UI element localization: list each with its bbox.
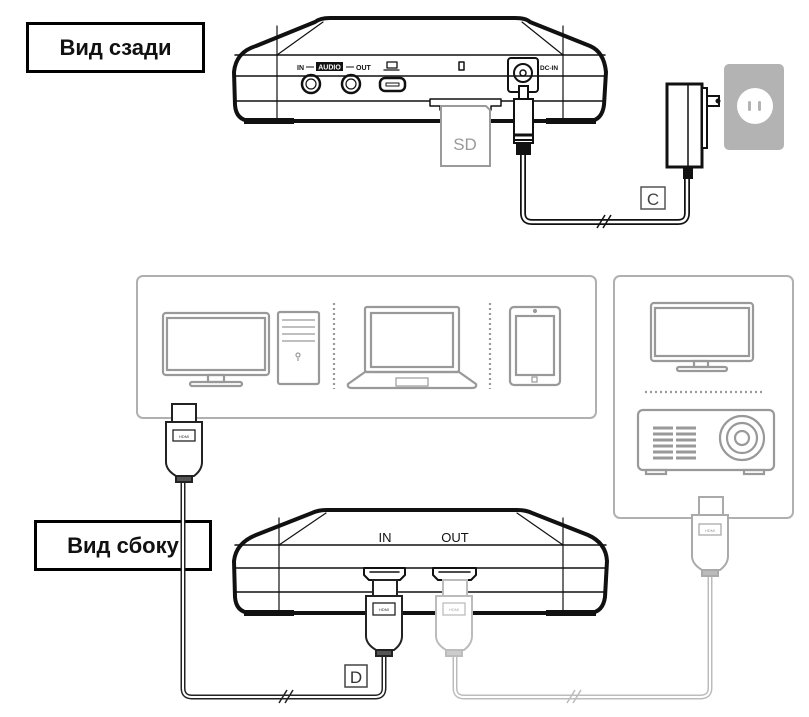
tablet-icon xyxy=(508,305,562,387)
hdmi-plug-source: HDMI xyxy=(165,403,203,483)
side-view-label-text: Вид сбоку xyxy=(67,532,179,558)
laptop-icon xyxy=(346,305,478,390)
hdmi-in-port xyxy=(363,567,406,581)
cable-break-mark xyxy=(596,214,612,229)
audio-out-jack xyxy=(340,73,362,95)
hdmi-output-cable xyxy=(452,576,713,700)
power-plug xyxy=(513,85,534,155)
sd-card-label: SD xyxy=(453,135,477,154)
hdmi-plug-in: HDMI xyxy=(365,579,403,657)
hdmi-out-port xyxy=(432,567,477,581)
projector-icon xyxy=(636,408,776,476)
rear-port-labels: IN AUDIO OUT DC-IN xyxy=(297,62,558,72)
adapter-prong xyxy=(706,95,721,107)
sd-slot-icon xyxy=(458,61,465,71)
hdmi-cable-tag xyxy=(344,664,368,688)
svg-text:HDMI: HDMI xyxy=(705,528,715,533)
source-devices-panel xyxy=(136,275,597,419)
svg-text:HDMI: HDMI xyxy=(449,607,459,612)
side-device xyxy=(232,508,609,616)
computer-icon xyxy=(383,61,400,71)
dc-in-label: DC-IN xyxy=(540,65,558,72)
hdmi-plug-display: HDMI xyxy=(691,496,729,577)
hdmi-plug-out: HDMI xyxy=(435,579,473,657)
display-devices-panel xyxy=(613,275,794,519)
audio-label: AUDIO xyxy=(318,65,341,72)
power-adapter xyxy=(665,82,708,179)
audio-out-label: OUT xyxy=(356,65,372,72)
audio-in-label: IN xyxy=(297,65,304,72)
usb-port xyxy=(378,76,407,93)
hdmi-out-label: OUT xyxy=(441,530,469,545)
power-cable-tag xyxy=(640,186,666,210)
hdmi-plug-text: HDMI xyxy=(179,434,189,439)
hdmi-cable-tag-text: D xyxy=(350,668,362,687)
svg-text:HDMI: HDMI xyxy=(379,607,389,612)
monitor-icon xyxy=(161,311,271,388)
power-cable-tag-text: C xyxy=(647,190,659,209)
tv-icon xyxy=(649,301,755,373)
sd-card: SD xyxy=(440,105,491,167)
wall-outlet xyxy=(724,64,784,150)
rear-device xyxy=(232,16,608,124)
audio-in-jack xyxy=(300,73,322,95)
desktop-tower-icon xyxy=(276,310,321,386)
rear-view-label: Вид сзади xyxy=(26,22,205,73)
hdmi-in-label: IN xyxy=(379,530,392,545)
rear-view-label-text: Вид сзади xyxy=(59,34,172,60)
